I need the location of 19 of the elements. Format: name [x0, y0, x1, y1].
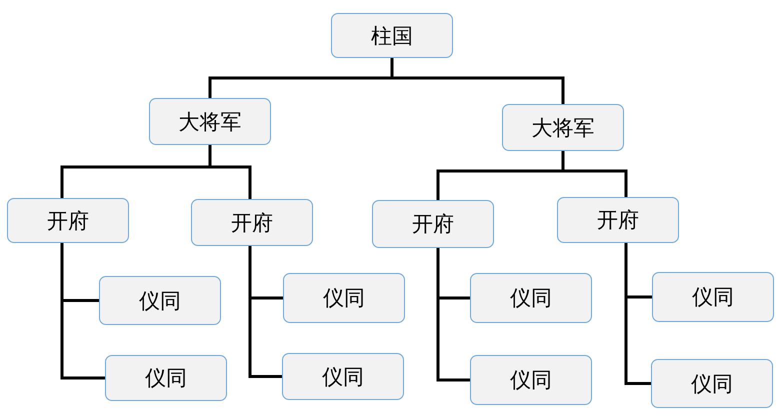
rank-box: 柱国	[331, 13, 453, 58]
rank-box: 大将军	[502, 104, 624, 151]
rank-box: 仪同	[282, 353, 404, 400]
rank-box: 开府	[7, 198, 129, 243]
connector-line	[624, 243, 651, 385]
rank-box: 仪同	[283, 273, 405, 323]
connector-line	[562, 151, 628, 197]
rank-box: 大将军	[149, 98, 271, 145]
rank-box: 开府	[557, 197, 679, 243]
connector-line	[436, 248, 470, 382]
rank-box: 开府	[372, 200, 494, 248]
rank-box: 仪同	[470, 355, 592, 405]
rank-box: 仪同	[99, 276, 221, 325]
rank-box: 仪同	[105, 355, 227, 401]
rank-box: 仪同	[651, 359, 773, 408]
rank-box: 开府	[191, 199, 313, 246]
connector-line	[208, 145, 252, 199]
rank-box: 仪同	[470, 273, 592, 323]
rank-box: 仪同	[652, 272, 774, 322]
